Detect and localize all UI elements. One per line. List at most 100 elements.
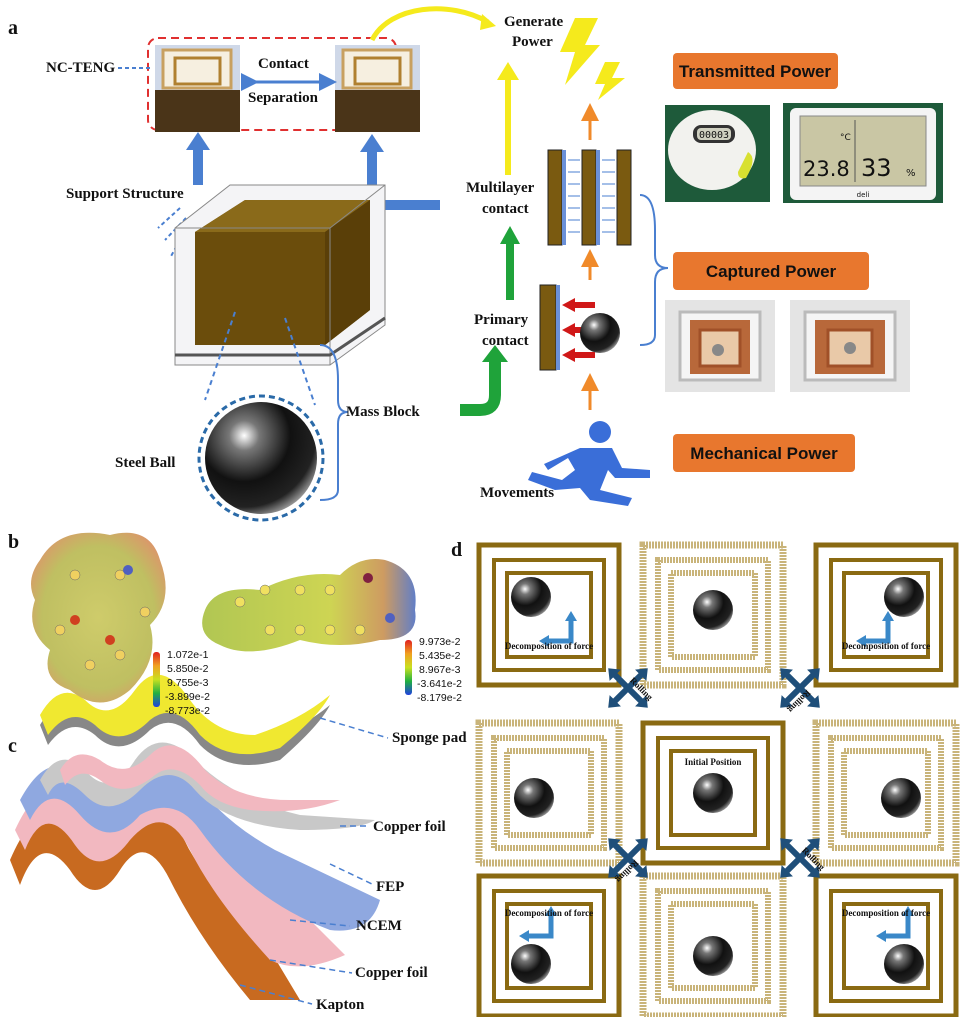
force-arrow-heads [519, 906, 557, 942]
frame-ring [639, 541, 787, 689]
captured-power-label: Captured Power [706, 262, 837, 281]
steel-ball [511, 577, 551, 617]
mechanical-power-label: Mechanical Power [690, 444, 838, 463]
frame-ring [655, 888, 771, 1004]
steel-ball [881, 778, 921, 818]
steel-ball [693, 590, 733, 630]
panel-c-pointers [239, 717, 389, 1005]
thermo-temperature: 23.8 [803, 157, 850, 181]
thermo-humidity: 33 [861, 154, 892, 182]
frame-ring [828, 735, 944, 851]
steel-ball [884, 577, 924, 617]
thermo-unit: °C [840, 133, 851, 143]
decomposition-of-force-label: Decomposition of force [842, 641, 930, 651]
force-arrow-heads [539, 611, 577, 647]
panel-label-d: d [451, 539, 462, 561]
molecule-esp-surface-right [202, 559, 416, 652]
decomposition-of-force-label: Decomposition of force [505, 641, 593, 651]
steel-ball [693, 936, 733, 976]
frame-ring [842, 902, 930, 990]
separation-label: Separation [248, 90, 319, 106]
frame-ring [669, 749, 757, 837]
layer-label-sponge-pad: Sponge pad [392, 730, 467, 746]
multilayer-plates [547, 149, 632, 246]
layered-structure [10, 674, 380, 1000]
arrow-up-blue-head [186, 132, 210, 150]
colorbar-right-tick-1: 5.435e-2 [419, 650, 461, 662]
rolling-cross-arrow-icon: Rolling [780, 668, 820, 715]
colorbar-right-tick-4: -8.179e-2 [417, 692, 462, 704]
force-decomposition-arrow-icon [864, 619, 891, 644]
ball-position-cell [639, 541, 787, 689]
zoom-line-left [204, 311, 236, 401]
rolling-cross-arrow-icon: Rolling [780, 838, 827, 878]
colorbar-left-tick-1: 5.850e-2 [167, 663, 209, 675]
captured-device-photo-2 [790, 300, 910, 392]
ball-position-cell [475, 719, 623, 867]
ball-position-cell-active: Decomposition of force [813, 542, 959, 688]
frame-ring [639, 872, 787, 1017]
generate-power-label-2: Power [512, 34, 553, 50]
steel-ball [884, 944, 924, 984]
panel-label-b: b [8, 531, 19, 553]
layer-label-kapton: Kapton [316, 997, 365, 1013]
colorbar-right-tick-3: -3.641e-2 [417, 678, 462, 690]
force-arrow-heads [876, 906, 914, 942]
captured-device-photo-1 [665, 300, 775, 392]
colorbar-right-tick-0: 9.973e-2 [419, 636, 461, 648]
arrow-green-primary [460, 360, 501, 416]
frame-ring [505, 902, 593, 990]
frame-ring [841, 748, 931, 838]
frame-ring [656, 736, 770, 850]
force-decomposition-arrow-icon [527, 914, 554, 939]
decomposition-of-force-label: Decomposition of force [505, 908, 593, 918]
thermo-humidity-unit: % [906, 168, 916, 179]
captured-power-box: Captured Power [673, 252, 869, 290]
force-decomposition-arrow-icon [884, 914, 911, 939]
lightning-small-icon [595, 62, 625, 100]
frame-ring [812, 719, 960, 867]
frame-ring [504, 748, 594, 838]
captured-power-brace [639, 194, 669, 346]
frame-ring [492, 889, 606, 1003]
frame-ring [655, 557, 771, 673]
colorbar-left-tick-3: -3.899e-2 [165, 691, 210, 703]
mass-block-label: Mass Block [346, 404, 420, 420]
frame-ring [475, 719, 623, 867]
rolling-cross-arrow-icon: Rolling [608, 668, 655, 708]
panel-label-a: a [8, 17, 18, 39]
primary-contact-label-2: contact [482, 333, 529, 349]
support-structure-cube [174, 184, 386, 366]
steel-ball [205, 402, 317, 514]
thermometer-photo: 23.8 °C 33 % deli [783, 103, 943, 203]
steel-ball [514, 778, 554, 818]
frame-ring [476, 873, 622, 1017]
frame-ring [668, 570, 758, 660]
colorbar-left [153, 652, 160, 707]
steel-ball-label: Steel Ball [115, 455, 175, 471]
colorbar-right-tick-2: 8.967e-3 [419, 664, 461, 676]
decomposition-of-force-label: Decomposition of force [842, 908, 930, 918]
colorbar-left-tick-2: 9.755e-3 [167, 677, 209, 689]
multilayer-contact-label-2: contact [482, 201, 529, 217]
steel-ball [511, 944, 551, 984]
primary-plate [539, 284, 620, 371]
colorbar-left-tick-0: 1.072e-1 [167, 649, 209, 661]
mass-block-brace [319, 344, 349, 501]
frame-ring [829, 889, 943, 1003]
transmitted-power-box: Transmitted Power [673, 53, 838, 89]
arrow-green-multilayer-head [500, 226, 520, 244]
curved-yellow-arrow [369, 6, 490, 42]
contact-label: Contact [258, 56, 309, 72]
running-person-icon [528, 421, 650, 506]
ball-position-cell-active: Decomposition of force [476, 542, 622, 688]
nc-teng-label: NC-TENG [46, 60, 116, 76]
mechanical-power-box: Mechanical Power [673, 434, 855, 472]
frame-ring [813, 542, 959, 688]
zoom-line-right [284, 317, 316, 406]
frame-ring [640, 720, 786, 866]
colorbar-right [405, 640, 412, 695]
